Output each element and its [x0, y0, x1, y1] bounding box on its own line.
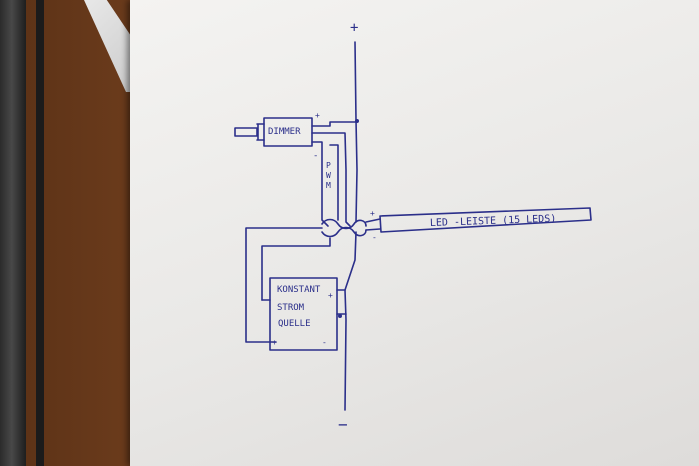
supply-plus-label: + [350, 20, 358, 36]
dimmer-minus-label: - [313, 151, 318, 161]
dimmer-plus-label: + [315, 111, 320, 120]
laptop-hinge [36, 0, 44, 466]
dimmer-minus-wire [311, 141, 329, 227]
positive-rail-wire [354, 41, 358, 223]
led-strip-label: LED -LEISTE (15 LEDS) [430, 214, 557, 229]
dimmer-knob [234, 127, 258, 137]
pwm-wire [329, 144, 339, 221]
dimmer-shaft [256, 123, 265, 141]
paper-sheet [130, 0, 699, 466]
led-plus-label: + [370, 209, 375, 218]
pwm-letter-m: M [326, 181, 331, 190]
source-plus-top-label: + [328, 291, 333, 300]
source-plus-bottom-label: + [272, 338, 277, 347]
led-minus-label: - [372, 233, 377, 242]
led-strip-outline [379, 207, 592, 233]
dimmer-label: DIMMER [268, 127, 301, 137]
laptop-edge [0, 0, 26, 466]
source-label-line1: KONSTANT [277, 285, 321, 295]
supply-minus-label: − [338, 415, 348, 434]
junction-dot-top [355, 119, 359, 123]
wire-crossover-bundle [245, 218, 367, 343]
dimmer-plus-wire [311, 121, 358, 127]
source-feedback-wire [261, 237, 331, 301]
junction-dot-bottom [338, 314, 342, 318]
source-label-line3: QUELLE [278, 319, 311, 329]
source-minus-bottom-label: - [322, 338, 327, 347]
led-plus-wire [365, 218, 381, 223]
dimmer-out-wire [311, 132, 351, 227]
pwm-letter-p: P [326, 161, 331, 170]
source-label-line2: STROM [277, 303, 305, 313]
pwm-letter-w: W [326, 171, 331, 180]
led-minus-wire [365, 228, 381, 231]
negative-rail-wire [344, 231, 357, 411]
dimmer-box [263, 117, 313, 147]
